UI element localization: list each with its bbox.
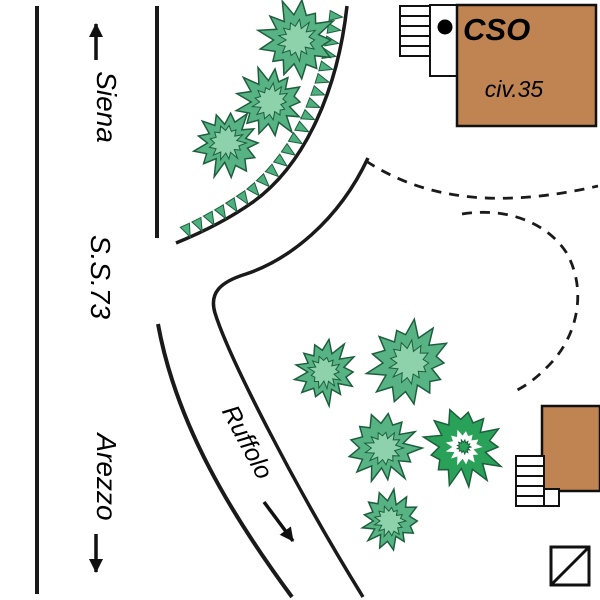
hedge-triangle-icon	[305, 96, 322, 108]
ruffolo-road-right-edge	[211, 157, 370, 598]
arezzo-direction-label: Arezzo	[91, 431, 122, 520]
wreath-tree	[421, 408, 504, 490]
curved-road-edge	[175, 5, 349, 245]
driveway-dashed-inner	[461, 210, 580, 395]
stairs-outline	[399, 5, 431, 57]
ruffolo-road-label: Ruffolo	[216, 401, 278, 484]
hedge-triangle-icon	[287, 131, 304, 145]
diagonal-square-icon	[549, 545, 591, 587]
tree-foliage-inner	[208, 124, 249, 162]
tree-foliage-inner	[276, 18, 317, 64]
tree-foliage-inner	[363, 431, 406, 466]
trees-layer	[191, 0, 504, 552]
hedge-triangle-icon	[294, 120, 310, 133]
hedge-triangle-icon	[272, 153, 289, 167]
hedge-triangle-icon	[280, 142, 297, 156]
roads-layer	[35, 5, 370, 599]
hedge-triangle-icon	[224, 197, 238, 213]
cso-building	[455, 3, 598, 128]
secondary-building-group	[515, 404, 600, 507]
hedge-triangle-icon	[310, 84, 327, 96]
ruffolo-road-left-edge	[156, 323, 294, 599]
hedge-triangle-icon	[235, 189, 249, 206]
hedge-triangle-icon	[314, 72, 331, 84]
cso-entry-box	[429, 4, 458, 77]
stairs-outline	[515, 455, 545, 507]
tree-foliage-inner	[372, 504, 408, 539]
tree	[234, 65, 302, 138]
hedge-triangle-icon	[191, 216, 203, 233]
tree	[191, 111, 261, 180]
stairs-landing	[543, 488, 560, 507]
tree-foliage-inner	[306, 355, 343, 391]
hedge-triangle-icon	[255, 172, 271, 188]
hedge-triangle-icon	[326, 22, 343, 34]
hedge-triangle-icon	[179, 222, 191, 239]
tree-center-leaves	[455, 438, 473, 456]
siena-direction-label: Siena	[91, 71, 122, 143]
stairs-icon	[399, 5, 431, 57]
tree	[364, 317, 449, 407]
tree	[292, 337, 356, 409]
entrance-dot-icon	[437, 19, 453, 35]
tree	[255, 0, 336, 81]
ruffolo-direction-arrow-icon	[262, 500, 295, 543]
hedge-triangle-icon	[300, 108, 316, 121]
driveway-dashed-outer	[365, 159, 599, 200]
driveway-layer	[365, 159, 599, 395]
tree	[347, 411, 425, 484]
stairs-icon	[515, 455, 560, 507]
civic-number-label: civ.35	[485, 76, 544, 102]
hedge-triangle-icon	[213, 204, 227, 220]
diagonal-square-line	[549, 545, 591, 587]
hedge-triangle-icon	[328, 9, 344, 22]
hedge-triangle-icon	[318, 60, 335, 72]
tree	[360, 486, 419, 552]
cso-building-group: CSO civ.35	[399, 3, 598, 128]
secondary-building	[540, 404, 600, 493]
hedge-triangle-icon	[264, 163, 280, 178]
tree-foliage-inner	[387, 338, 430, 386]
cso-building-label: CSO	[463, 12, 530, 47]
hedge-triangle-icon	[202, 210, 215, 227]
main-road-label: S.S.73	[85, 235, 116, 319]
tree-foliage-inner	[250, 81, 289, 122]
hedge-triangle-icon	[246, 181, 261, 197]
